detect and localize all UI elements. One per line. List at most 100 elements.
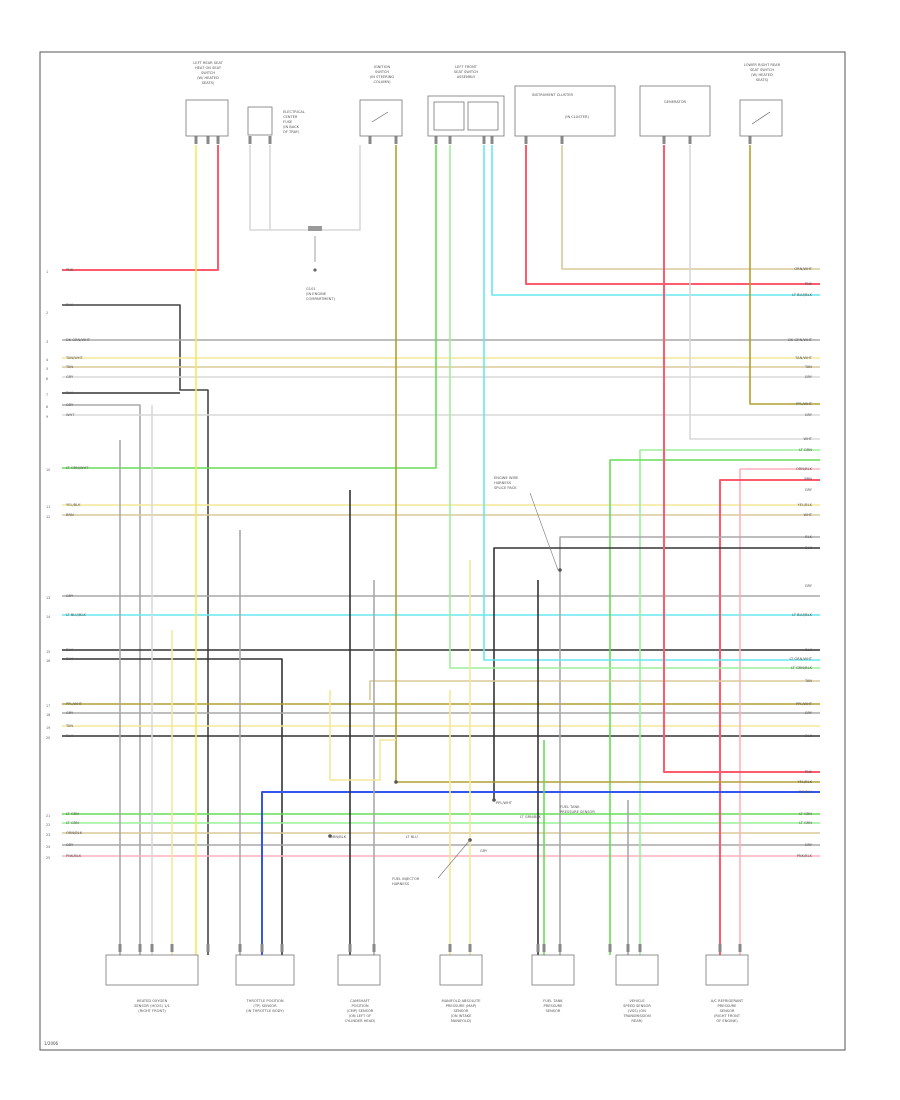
component-label-line: (RIGHT FRONT — [714, 1014, 741, 1018]
splice-label-line: HARNESS — [494, 481, 512, 485]
footer-code: 1/2006 — [44, 1041, 59, 1046]
pin-number: 19 — [46, 726, 50, 730]
splice-dot-icon — [328, 834, 332, 838]
wire-label: LT GRN/BLK — [791, 666, 812, 670]
component-label-line: CENTER — [283, 115, 298, 119]
wire-label: GRY — [66, 403, 74, 407]
wire-label: LT GRN/WHT — [790, 657, 813, 661]
component-label-line: SPEED SENSOR — [623, 1004, 651, 1008]
wire-tan — [561, 145, 820, 270]
wire-label: TAN — [65, 724, 73, 728]
component-label-line: TRANSMISSION — [622, 1014, 651, 1018]
wire-label: DK BLU — [799, 790, 813, 794]
splice-label-line: FUEL INJECTOR — [392, 877, 420, 881]
component-label-line: PRESSURE — [718, 1004, 738, 1008]
component-cmp-sensor: CAMSHAFT POSITION (CMP) SENSOR (ON LEFT … — [337, 954, 381, 1023]
pin-number: 18 — [46, 713, 50, 717]
component-label-line: LEFT FRONT — [455, 65, 478, 69]
component-ho2s: HEATED OXYGEN SENSOR (HO2S) 1/1 (RIGHT F… — [105, 954, 199, 1013]
component-label-line: (CMP) SENSOR — [347, 1009, 374, 1013]
wire-label: PNK/BLK — [66, 854, 82, 858]
wire-label: YEL/BLK — [797, 503, 812, 507]
wire-label: PNK/BLK — [797, 854, 813, 858]
wire-gray — [559, 536, 820, 955]
connector-pin-icon — [194, 136, 198, 144]
connector-pin-icon — [216, 136, 220, 144]
pin-number: 16 — [46, 659, 50, 663]
connector-icon — [308, 226, 322, 231]
splice-label-line: SPLICE PACK — [494, 486, 517, 490]
component-left-front-seat-switch: LEFT FRONT SEAT SWITCH ASSEMBLY — [427, 65, 505, 137]
connector-pin-icon — [662, 136, 666, 144]
wire-light_green — [449, 145, 820, 669]
pin-number: 22 — [46, 823, 50, 827]
pin-number: 7 — [46, 393, 48, 397]
wire-label: PPL/WHT — [66, 702, 83, 706]
component-label-line: PRESSURE (MAP) — [446, 1004, 477, 1008]
splice-label-fuel-injector: FUEL INJECTOR HARNESS — [392, 839, 471, 886]
wire-label: ORN/WHT — [794, 267, 812, 271]
pin-number: 25 — [46, 856, 50, 860]
wire-label: LT BLU/BLK — [792, 293, 812, 297]
mid-wire-label: PPL/WHT — [496, 801, 513, 805]
mid-wire-label: LT GRN/BLK — [520, 815, 541, 819]
connector-pin-icon — [608, 944, 612, 952]
wire-light_yellow — [329, 690, 396, 781]
wire-label: ORN/BLK — [796, 467, 813, 471]
wire-label: GRY — [805, 413, 813, 417]
wire-red — [719, 479, 820, 955]
component-label-line: IGNITION — [374, 65, 391, 69]
connector-pin-icon — [490, 136, 494, 144]
sensor-box — [439, 954, 483, 986]
wire-label-layer: PNK BLK DK GRN/WHT TAN/WHT TAN GRY BLK G… — [65, 267, 813, 858]
connector-pin-icon — [348, 944, 352, 952]
connector-pin-icon — [138, 944, 142, 952]
wire-label: PPL/WHT — [796, 702, 813, 706]
ground-icon — [313, 268, 317, 272]
component-electrical-center: ELECTRICAL CENTER FUSE (IN BACK OF TRAY) — [247, 106, 305, 136]
wire-label: YEL/BLK — [66, 503, 81, 507]
component-label-line: (IN BACK — [283, 125, 300, 129]
connector-pin-icon — [626, 944, 630, 952]
wire-light_green — [639, 449, 820, 955]
component-label-line: SENSOR (HO2S) 1/1 — [134, 1004, 170, 1008]
wire-label: DK GRN/WHT — [66, 338, 91, 342]
connector-pin-icon — [448, 944, 452, 952]
pin-number: 9 — [46, 415, 48, 419]
component-label-line: FUEL TANK — [543, 999, 563, 1003]
component-label-line: A/C REFRIGERANT — [711, 999, 744, 1003]
wire-label: BLK — [805, 648, 812, 652]
component-label-line: HEAT ON SEAT — [195, 66, 222, 70]
connector-pin-icon — [206, 136, 210, 144]
wire-red — [62, 145, 219, 271]
pin-number: 15 — [46, 650, 50, 654]
generator-box — [639, 85, 711, 137]
pin-number: 23 — [46, 833, 50, 837]
wire-label: WHT — [804, 513, 813, 517]
component-label-line: SENSOR — [454, 1009, 469, 1013]
pin-number: 20 — [46, 736, 50, 740]
connector-pin-icon — [170, 944, 174, 952]
wire-label: LT GRN — [66, 812, 79, 816]
wire-green — [609, 459, 820, 955]
wire-label: WHT — [66, 413, 75, 417]
sensor-box — [337, 954, 381, 986]
component-label-line: MANIFOLD ABSOLUTE — [441, 999, 481, 1003]
connector-pin-icon — [542, 944, 546, 952]
component-label-line: SWITCH — [201, 71, 215, 75]
component-label-line: FUSE — [283, 120, 293, 124]
component-label-line: (TP) SENSOR — [253, 1004, 277, 1008]
component-vss: VEHICLE SPEED SENSOR (VSS) (ON TRANSMISS… — [615, 954, 659, 1023]
connector-pin-icon — [118, 944, 122, 952]
wire-blue — [261, 791, 820, 955]
connector-pin-icon — [248, 136, 252, 144]
component-label-line: SEAT SWITCH — [750, 68, 774, 72]
wire-label: BLK — [805, 734, 812, 738]
pin-number-column: 1 2 3 4 5 6 7 8 9 10 11 12 13 14 15 16 1… — [46, 270, 50, 860]
wire-label: GRY — [66, 594, 74, 598]
pin-number: 8 — [46, 405, 48, 409]
wire-label: GRY — [805, 488, 813, 492]
splice-label-fuel-tank: FUEL TANK PRESSURE SENSOR — [560, 805, 595, 814]
sensor-box — [531, 954, 575, 986]
splice-dot-icon — [558, 568, 562, 572]
